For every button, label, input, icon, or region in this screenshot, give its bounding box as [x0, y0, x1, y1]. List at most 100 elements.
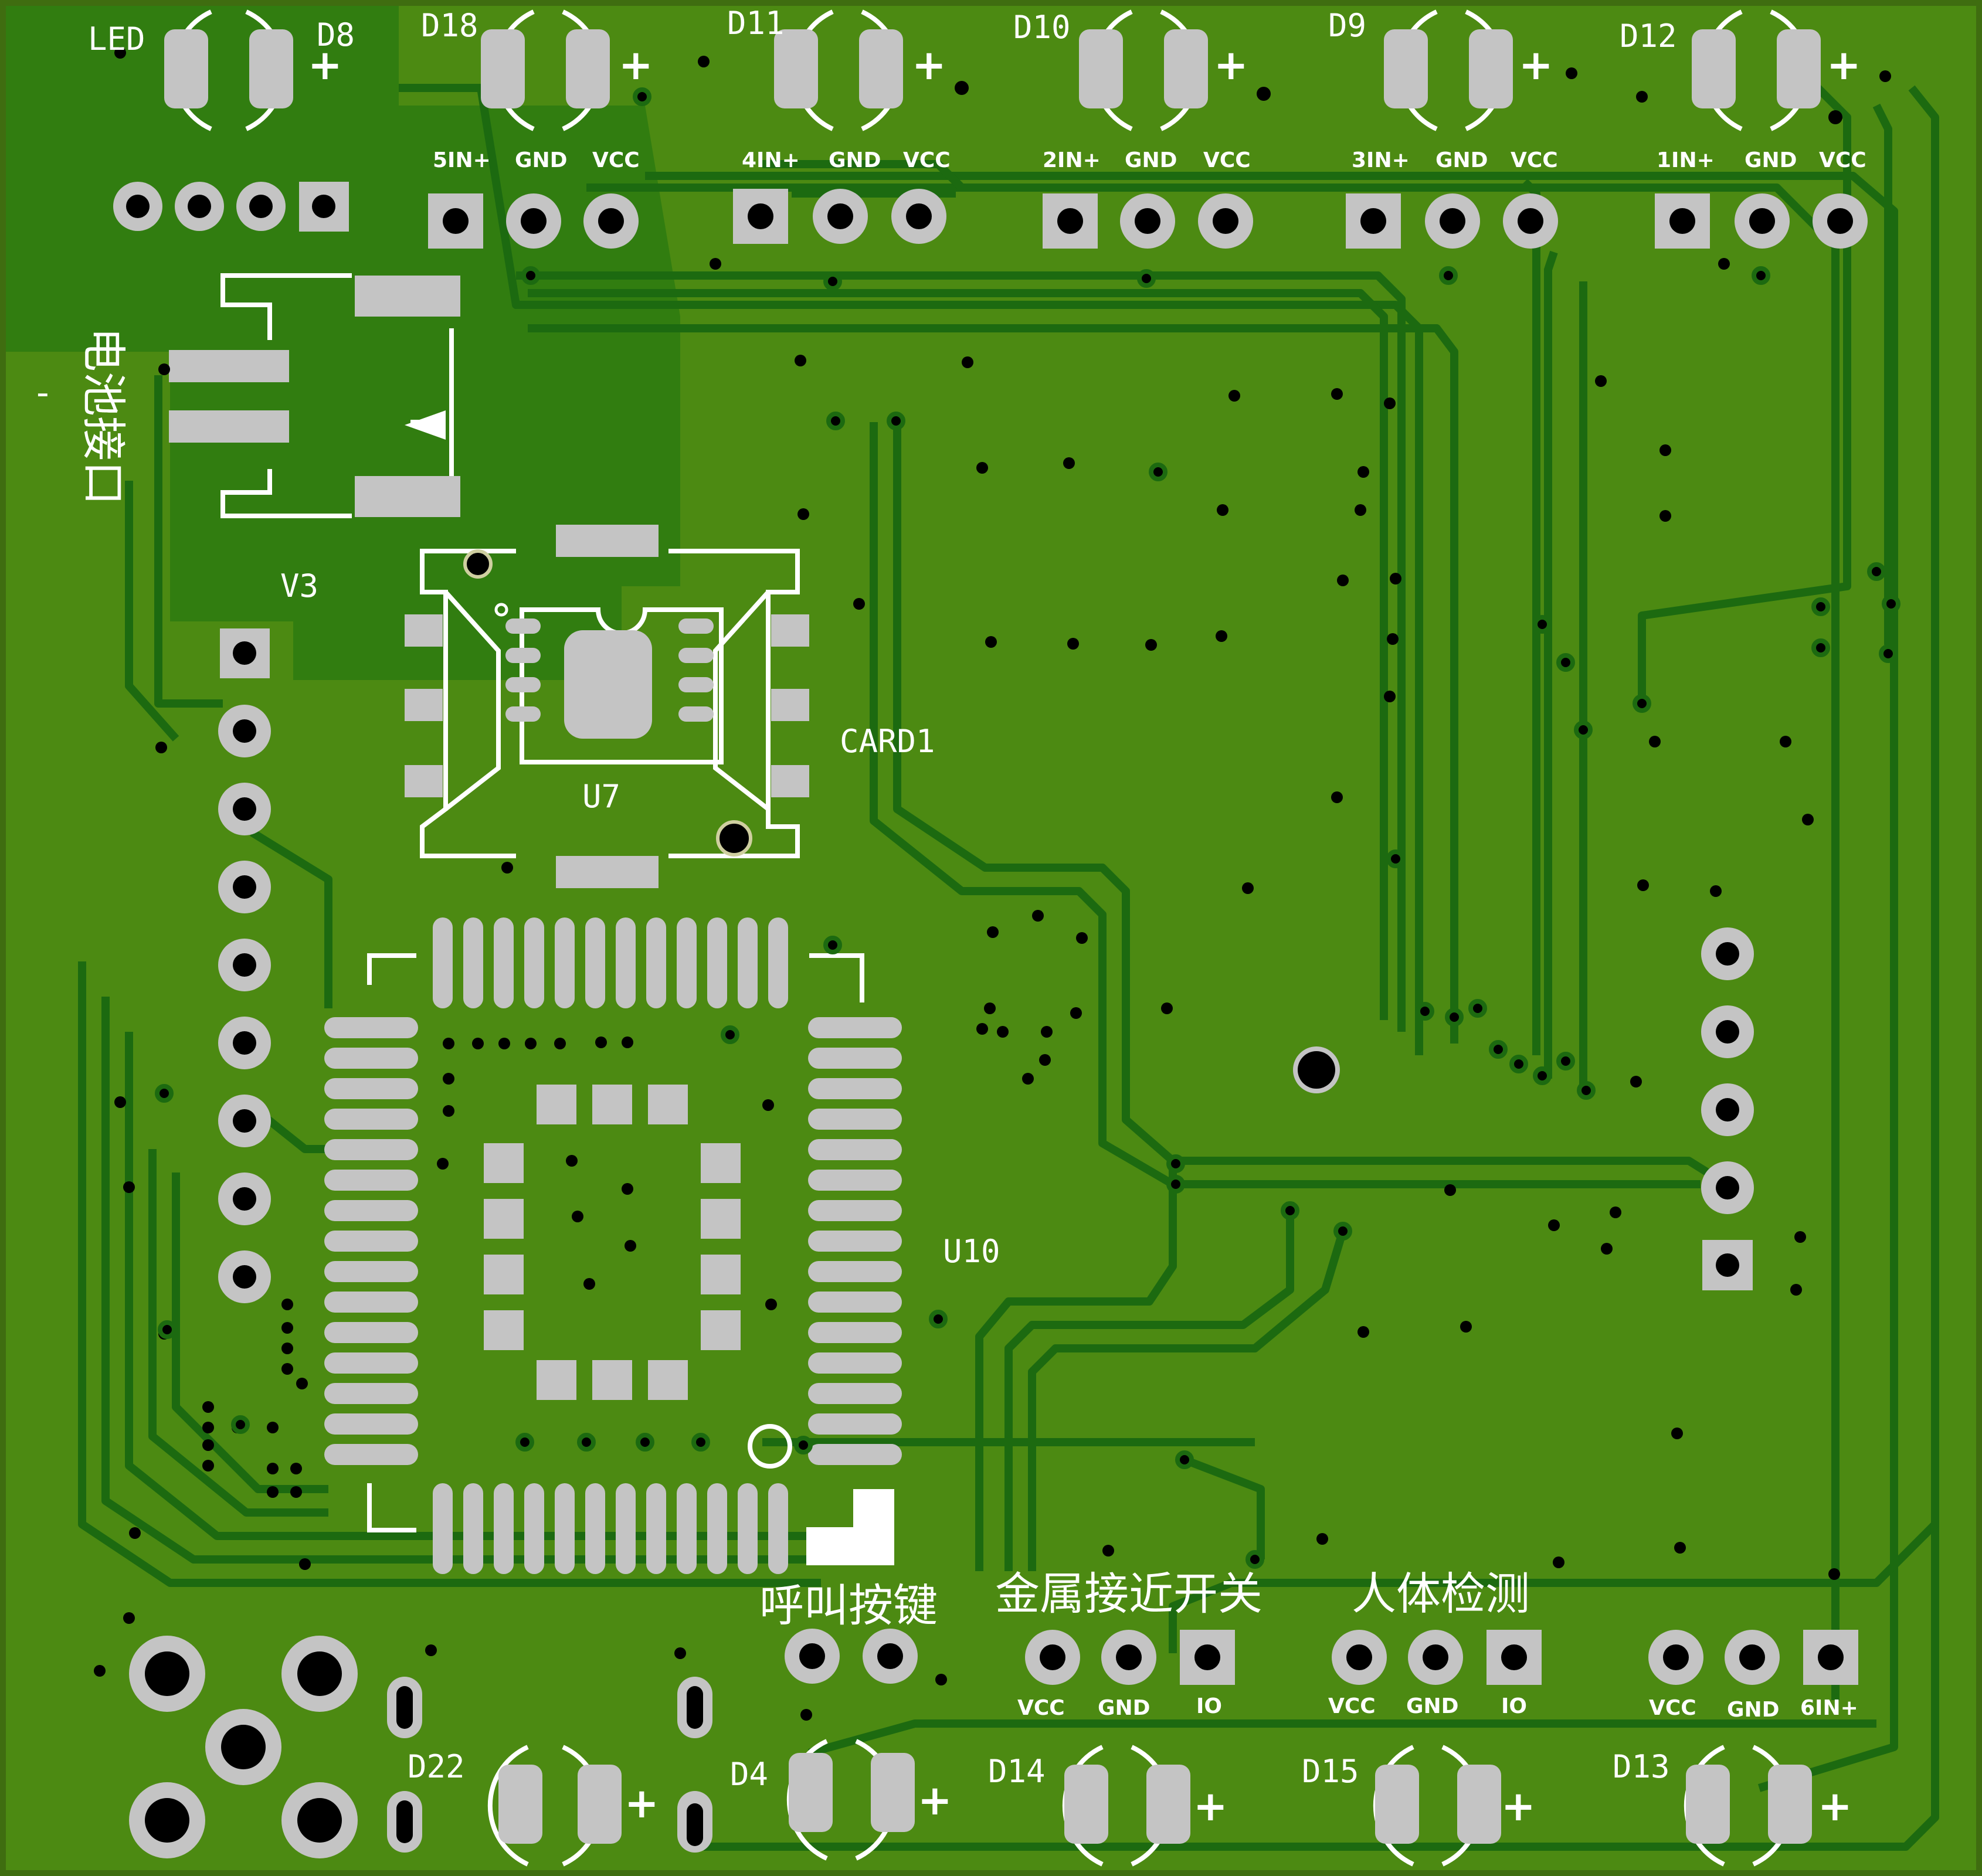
led-row-top	[164, 9, 1821, 131]
header-2in[interactable]	[1043, 193, 1253, 249]
label-v3: V3	[280, 567, 318, 604]
label-d8: D8	[317, 16, 355, 53]
battery-connector-pads[interactable]	[169, 276, 460, 517]
pin-label: GND	[1098, 1696, 1150, 1720]
sensor-header-row-top	[428, 189, 1868, 249]
led-d10[interactable]	[1079, 9, 1208, 131]
pin-label: VCC	[1649, 1696, 1696, 1720]
label-u7: U7	[582, 778, 620, 815]
led-pad	[1686, 1765, 1730, 1844]
led-pad	[1375, 1765, 1419, 1844]
copper-pour-top-left	[6, 6, 680, 680]
header-5in[interactable]	[428, 193, 639, 249]
led-d14[interactable]	[1062, 1745, 1190, 1867]
led-pad	[1457, 1765, 1501, 1844]
led-d4[interactable]	[786, 1739, 915, 1861]
led-d11[interactable]	[774, 9, 903, 131]
chinese-labels: 呼叫按键 金属接近开关 人体检测 电池接口 -	[36, 327, 1530, 1632]
header-1in[interactable]	[1655, 193, 1868, 249]
led-pad	[859, 29, 903, 108]
pin-label: GND	[1125, 148, 1177, 172]
led-d13[interactable]	[1684, 1745, 1812, 1867]
header-left-vertical[interactable]	[218, 628, 271, 1303]
led-d8[interactable]	[164, 9, 293, 131]
label-battery-minus: -	[36, 372, 49, 413]
led-d12[interactable]	[1692, 9, 1821, 131]
header-pin-labels: 5IN+ GND VCC 4IN+ GND VCC 2IN+ GND VCC 3…	[433, 148, 1866, 1722]
header-4in[interactable]	[733, 189, 946, 244]
module-u10	[324, 917, 902, 1574]
pin-label: IO	[1196, 1694, 1222, 1718]
label-d18: D18	[421, 7, 478, 44]
led-pad	[164, 29, 208, 108]
pin-label: 2IN+	[1043, 148, 1101, 172]
led-pad	[578, 1765, 622, 1844]
label-u10: U10	[943, 1233, 1000, 1270]
header-led-connector[interactable]	[113, 182, 349, 232]
pin-label: VCC	[1819, 148, 1866, 172]
ringed-vias	[155, 87, 1900, 1569]
plus-icon: +	[912, 41, 946, 89]
led-d22[interactable]	[487, 1745, 622, 1867]
led-row-bottom	[487, 1739, 1812, 1867]
led-pad	[1384, 29, 1428, 108]
pin-label: VCC	[1017, 1696, 1065, 1720]
label-call-button: 呼叫按键	[759, 1579, 938, 1632]
led-pad	[1079, 29, 1123, 108]
pin-label: VCC	[592, 148, 640, 172]
led-d9[interactable]	[1384, 9, 1513, 131]
pin-label: GND	[515, 148, 568, 172]
track-layer	[78, 84, 1939, 1851]
header-3in[interactable]	[1346, 193, 1558, 249]
pin-label: GND	[1745, 148, 1797, 172]
pin-label: GND	[829, 148, 881, 172]
chip-u7	[494, 603, 714, 739]
label-card1: CARD1	[840, 723, 935, 760]
led-pad	[1469, 29, 1513, 108]
led-pad	[566, 29, 610, 108]
plus-icon: +	[1827, 41, 1861, 89]
pin-label: GND	[1727, 1698, 1780, 1722]
led-d15[interactable]	[1373, 1745, 1501, 1867]
pin-label: 3IN+	[1352, 148, 1410, 172]
label-d9: D9	[1328, 7, 1366, 44]
pin-label: VCC	[903, 148, 951, 172]
label-d14: D14	[988, 1753, 1046, 1790]
label-battery-port: 电池接口	[77, 327, 130, 505]
pin-label: GND	[1435, 148, 1488, 172]
led-pad	[1164, 29, 1208, 108]
silkscreen-outlines	[220, 273, 864, 1532]
sensor-header-row-bottom	[785, 1629, 1858, 1685]
plus-icon: +	[1193, 1782, 1228, 1830]
label-d12: D12	[1620, 18, 1677, 55]
led-d18[interactable]	[481, 9, 610, 131]
header-metal-proximity[interactable]	[1025, 1630, 1235, 1685]
led-pad	[1692, 29, 1736, 108]
label-led: LED	[88, 21, 145, 57]
header-right-vertical[interactable]	[1701, 927, 1754, 1290]
header-6in[interactable]	[1648, 1630, 1858, 1685]
led-pad	[1146, 1765, 1190, 1844]
call-button-pads[interactable]	[785, 1629, 918, 1684]
led-pad	[249, 29, 293, 108]
header-body-detect[interactable]	[1332, 1630, 1542, 1685]
label-metal-proximity-switch: 金属接近开关	[995, 1568, 1262, 1620]
label-d11: D11	[727, 5, 785, 42]
led-pad	[1064, 1765, 1108, 1844]
plus-icon: +	[1214, 41, 1248, 89]
led-pad	[481, 29, 525, 108]
pin-label: 6IN+	[1800, 1696, 1858, 1720]
led-pad	[498, 1765, 542, 1844]
led-pad	[789, 1753, 833, 1832]
led-pad	[871, 1753, 915, 1832]
pin-label: 4IN+	[742, 148, 800, 172]
pin-label: 5IN+	[433, 148, 491, 172]
plus-icon: +	[625, 1779, 659, 1827]
led-pad	[1768, 1765, 1812, 1844]
sim-card-holder[interactable]	[405, 525, 809, 888]
pin-label: 1IN+	[1657, 148, 1715, 172]
led-polarity-marks: + + + + + + + + + + +	[308, 41, 1861, 1830]
plus-icon: +	[1501, 1782, 1536, 1830]
pin1-marker-icon	[748, 1424, 792, 1469]
